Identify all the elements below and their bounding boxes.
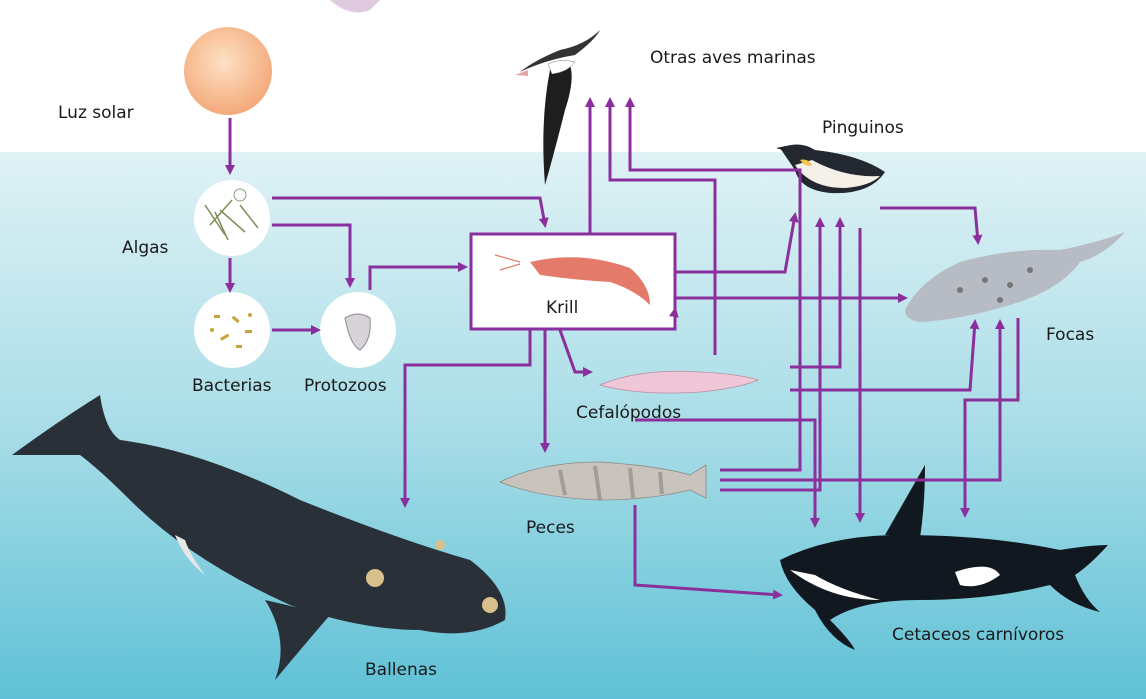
label-penguins: Pinguinos: [822, 118, 904, 138]
label-fish: Peces: [526, 518, 575, 538]
label-orcas: Cetaceos carnívoros: [892, 625, 1064, 645]
algae-icon: [194, 180, 270, 256]
label-seals: Focas: [1046, 325, 1094, 345]
label-sun: Luz solar: [58, 103, 134, 123]
protozoa-icon: [320, 292, 396, 368]
label-protozoa: Protozoos: [304, 376, 387, 396]
label-seabirds: Otras aves marinas: [650, 48, 816, 68]
label-whales: Ballenas: [365, 660, 437, 680]
sun-icon: [184, 27, 272, 115]
label-algae: Algas: [122, 238, 168, 258]
label-cephalopods: Cefalópodos: [576, 403, 681, 423]
bacteria-icon: [194, 292, 270, 368]
label-bacteria: Bacterias: [192, 376, 272, 396]
label-krill: Krill: [546, 298, 578, 318]
